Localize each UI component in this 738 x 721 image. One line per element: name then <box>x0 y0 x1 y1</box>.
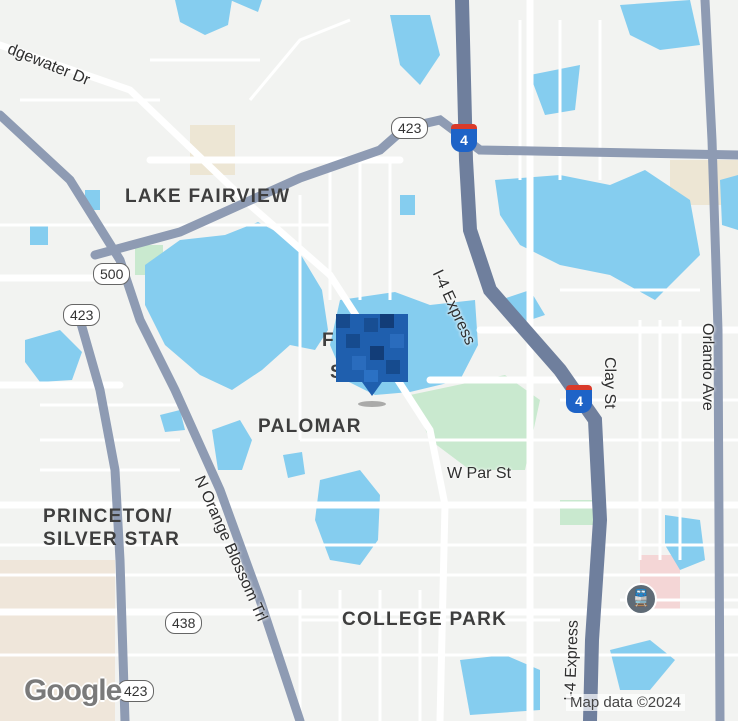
google-logo: Google <box>24 674 122 707</box>
street-label-w-par-st: W Par St <box>447 465 512 482</box>
area-label-princeton: PRINCETON/ <box>43 506 173 527</box>
route-shield-423: 423 <box>391 117 429 139</box>
map-pin-icon[interactable] <box>334 312 414 412</box>
area-label-college-park: COLLEGE PARK <box>342 609 508 630</box>
street-label-clay-st: Clay St <box>601 357 618 409</box>
area-label-lake-fairview: LAKE FAIRVIEW <box>125 186 291 207</box>
train-station-icon[interactable]: 🚆 <box>625 583 657 615</box>
route-shield-438: 438 <box>165 612 203 634</box>
street-label-i4-express-lower: I-4 Express <box>562 619 582 702</box>
route-shield-500: 500 <box>93 263 131 285</box>
route-shield-423-bottom: 423 <box>117 680 155 702</box>
map-attribution[interactable]: Map data ©2024 <box>566 694 686 711</box>
interstate-4-shield-lower: 4 <box>566 385 592 413</box>
route-shield-423-left: 423 <box>63 304 101 326</box>
interstate-4-shield-upper: 4 <box>451 124 477 152</box>
area-label-palomar: PALOMAR <box>258 416 362 437</box>
street-label-orlando-ave: Orlando Ave <box>699 323 716 411</box>
area-label-silver-star: SILVER STAR <box>43 529 181 550</box>
